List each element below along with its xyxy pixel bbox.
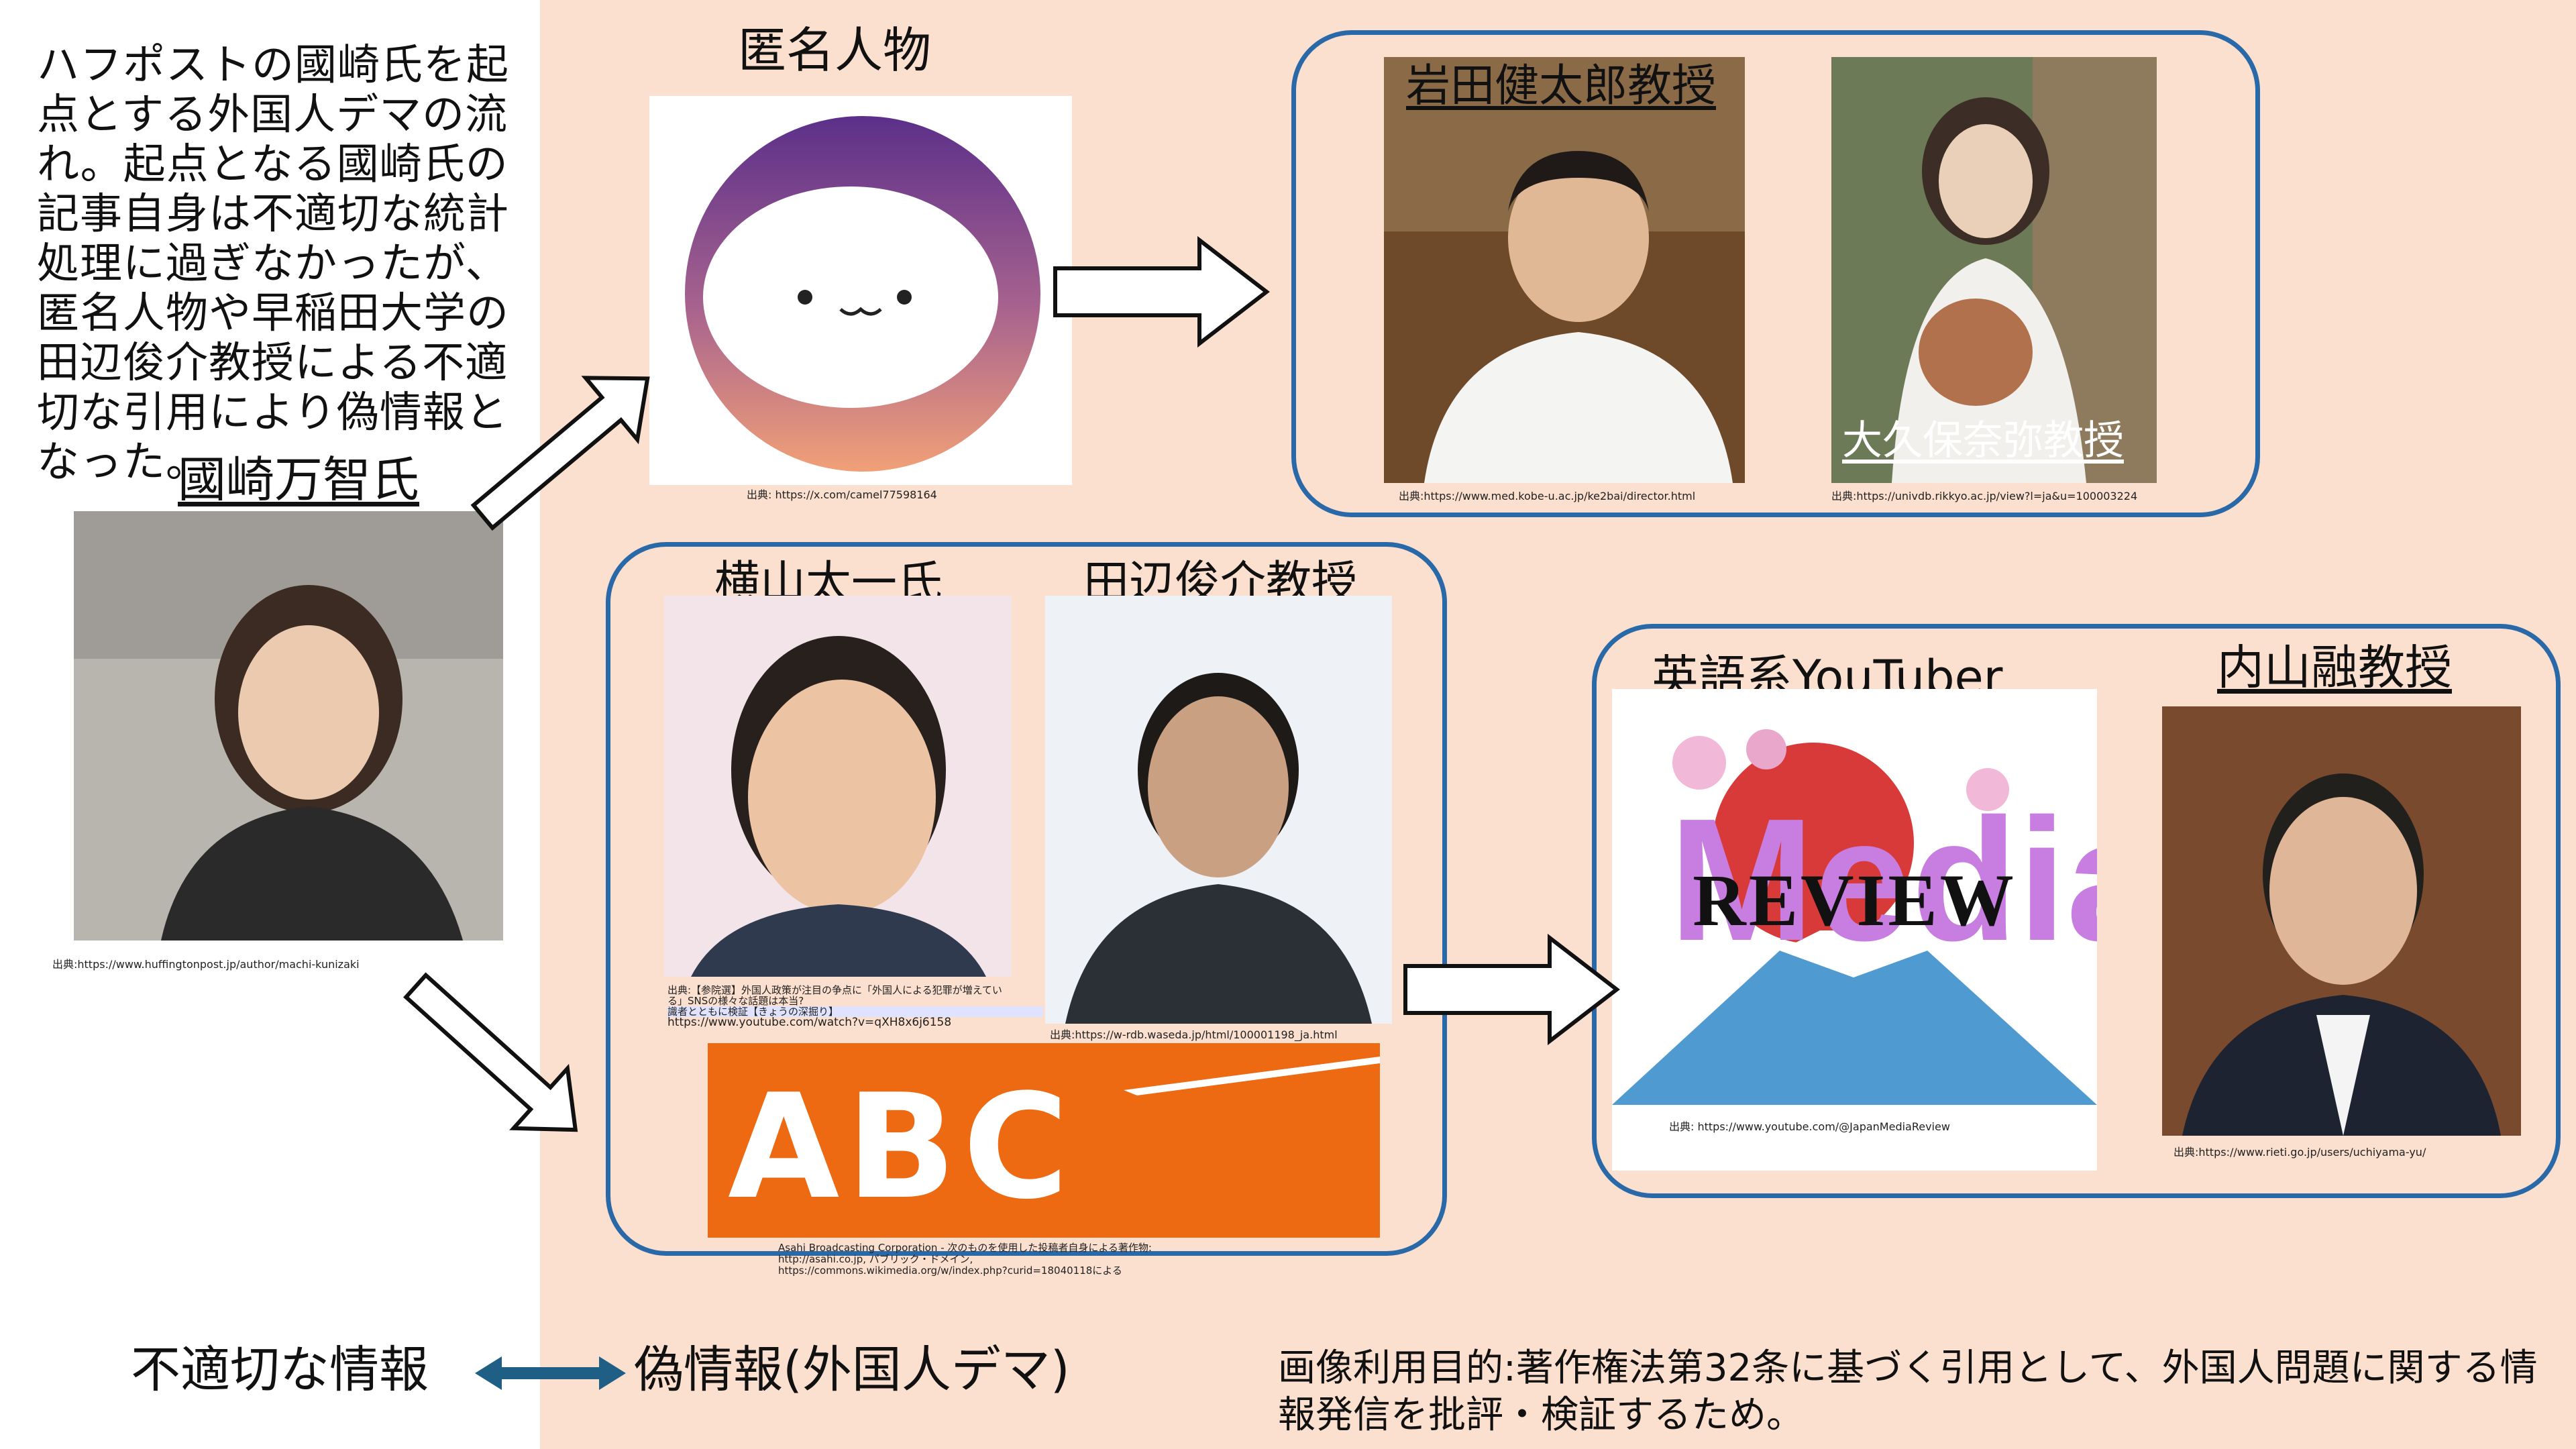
- yokoyama-source-line: 識者とともに検証【きょうの深掘り】: [667, 1006, 1043, 1017]
- yokoyama-source: 出典:【参院選】外国人政策が注目の争点に「外国人による犯罪が増えてい る」SNS…: [667, 985, 1043, 1028]
- arrow-media-to-youtuber: [1402, 932, 1623, 1046]
- legend-double-arrow: [475, 1355, 626, 1392]
- abc-source-line: http://asahi.co.jp, パブリック・ドメイン,: [778, 1253, 973, 1265]
- uchiyama-name: 内山融教授: [2217, 640, 2452, 695]
- kunizaki-source: 出典:https://www.huffingtonpost.jp/author/…: [52, 958, 360, 971]
- yokoyama-source-line: 出典:【参院選】外国人政策が注目の争点に「外国人による犯罪が増えてい: [667, 984, 1002, 996]
- tanabe-source: 出典:https://w-rdb.waseda.jp/html/10000119…: [1050, 1028, 1338, 1041]
- youtuber-logo-review: REVIEW: [1693, 859, 2017, 941]
- abc-source-line: Asahi Broadcasting Corporation - 次のものを使用…: [778, 1242, 1152, 1254]
- kunizaki-name: 國崎万智氏: [178, 451, 420, 508]
- abc-logo: ABC: [708, 1043, 1380, 1238]
- tanabe-photo: [1045, 596, 1392, 1024]
- youtuber-logo-media: Media: [1669, 783, 2097, 977]
- purpose-text: 画像利用目的:著作権法第32条に基づく引用として、外国人問題に関する情報発信を批…: [1278, 1346, 2538, 1437]
- youtuber-source: 出典: https://www.youtube.com/@JapanMediaR…: [1669, 1120, 1950, 1133]
- yokoyama-source-line: る」SNSの様々な話題は本当?: [667, 995, 804, 1007]
- group-box-media: [606, 542, 1447, 1256]
- uchiyama-source: 出典:https://www.rieti.go.jp/users/uchiyam…: [2174, 1146, 2426, 1159]
- group-box-youtuber: [1592, 624, 2561, 1198]
- legend-left-label: 不適切な情報: [131, 1341, 429, 1399]
- arrow-anonymous-to-professors: [1052, 235, 1273, 349]
- uchiyama-photo: [2162, 706, 2521, 1136]
- arrow-kunizaki-to-anonymous: [470, 335, 684, 537]
- anonymous-name: 匿名人物: [738, 22, 932, 78]
- okubo-name: 大久保奈弥教授: [1842, 417, 2124, 464]
- abc-logo-text: ABC: [728, 1063, 1076, 1231]
- arrow-kunizaki-to-media: [402, 972, 604, 1167]
- iwata-source: 出典:https://www.med.kobe-u.ac.jp/ke2bai/d…: [1399, 490, 1696, 502]
- legend-right-label: 偽情報(外国人デマ): [634, 1341, 1070, 1399]
- abc-source-line: https://commons.wikimedia.org/w/index.ph…: [778, 1265, 1122, 1277]
- kunizaki-photo: [74, 511, 503, 941]
- iwata-photo: [1384, 57, 1745, 483]
- anonymous-source: 出典: https://x.com/camel77598164: [747, 488, 937, 501]
- anonymous-avatar: [649, 96, 1072, 485]
- yokoyama-source-line: https://www.youtube.com/watch?v=qXH8x6j6…: [667, 1016, 952, 1029]
- group-box-professors-top: [1291, 30, 2260, 517]
- okubo-source: 出典:https://univdb.rikkyo.ac.jp/view?l=ja…: [1831, 490, 2138, 502]
- abc-source: Asahi Broadcasting Corporation - 次のものを使用…: [778, 1242, 1382, 1277]
- iwata-name: 岩田健太郎教授: [1406, 60, 1716, 111]
- okubo-photo: [1831, 57, 2157, 483]
- youtuber-logo: Media REVIEW 出典: https://www.youtube.com…: [1612, 689, 2097, 1171]
- intro-text: ハフポストの國崎氏を起点とする外国人デマの流れ。起点となる國崎氏の記事自身は不適…: [37, 40, 509, 486]
- yokoyama-photo: [664, 596, 1012, 977]
